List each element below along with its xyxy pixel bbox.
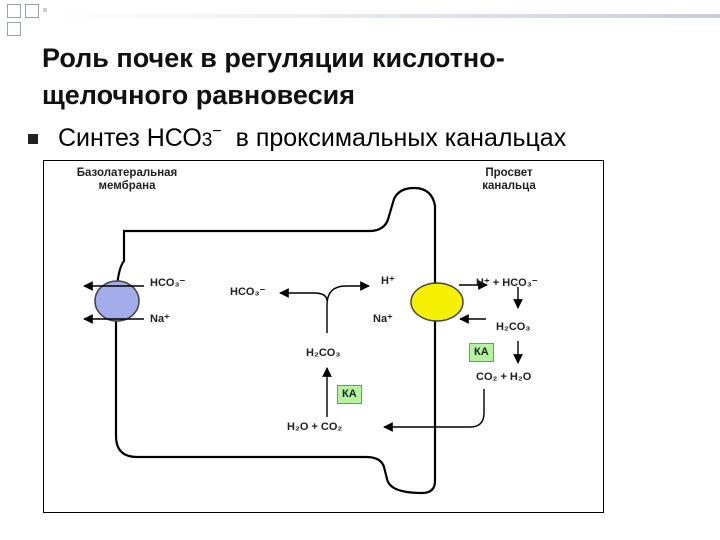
bullet-subscript: 3 (201, 130, 213, 151)
corner-square (7, 4, 21, 18)
slide-title-line-2: щелочного равновесия (42, 80, 355, 110)
bullet-square-icon (28, 134, 38, 144)
arrow-to-hco3 (279, 288, 328, 302)
basolateral-na-label: Na⁺ (150, 313, 170, 325)
carbonic-anhydrase-cell: КА (337, 385, 362, 404)
cell-outline (114, 186, 437, 495)
cell-h-label: H⁺ (381, 275, 395, 287)
lumen-co2-h2o-label: CO₂ + H₂O (476, 371, 532, 383)
corner-square (43, 8, 47, 12)
basolateral-label-line-1: Базолатеральная (76, 167, 178, 179)
lumen-label-line-2: канальца (482, 180, 536, 192)
cell-h2o-co2-label: H₂O + CO₂ (287, 421, 343, 433)
luminal-transporter (410, 282, 464, 322)
basolateral-hco3-label: HCO₃⁻ (150, 277, 186, 289)
cell-na-label: Na⁺ (373, 313, 393, 325)
bullet-text: Синтез НСО3− в проксимальных канальцах (58, 122, 566, 158)
corner-square (7, 22, 21, 36)
lumen-h2co3-label: H₂CO₃ (496, 321, 531, 333)
lumen-h-hco3-label: H⁺ + HCO₃⁻ (476, 277, 538, 289)
corner-decoration (0, 0, 720, 40)
bullet-prefix: Синтез НСО (58, 124, 202, 152)
bullet-suffix: в проксимальных канальцах (235, 124, 567, 152)
arrow-co2-into-cell (383, 389, 485, 432)
basolateral-label-line-2: мембрана (98, 180, 156, 192)
slide-title-line-1: Роль почек в регуляции кислотно- (42, 43, 505, 73)
basolateral-membrane-label: Базолатеральная мембрана (62, 167, 192, 193)
basolateral-transporter (94, 280, 140, 322)
corner-square (25, 4, 39, 18)
bullet-superscript: − (212, 123, 222, 140)
header-rule (60, 14, 720, 18)
tubule-lumen-label: Просвет канальца (459, 167, 559, 193)
diagram-graphics (83, 186, 523, 495)
lumen-label-line-1: Просвет (485, 167, 533, 179)
cell-hco3-label: HCO₃⁻ (230, 286, 266, 298)
arrow-h2co3-split (326, 281, 370, 333)
bicarbonate-synthesis-diagram: Базолатеральная мембрана Просвет канальц… (43, 160, 604, 513)
carbonic-anhydrase-lumen: КА (469, 343, 494, 362)
cell-h2co3-label: H₂CO₃ (306, 347, 341, 359)
slide-title: Роль почек в регуляции кислотно- щелочно… (42, 40, 682, 114)
